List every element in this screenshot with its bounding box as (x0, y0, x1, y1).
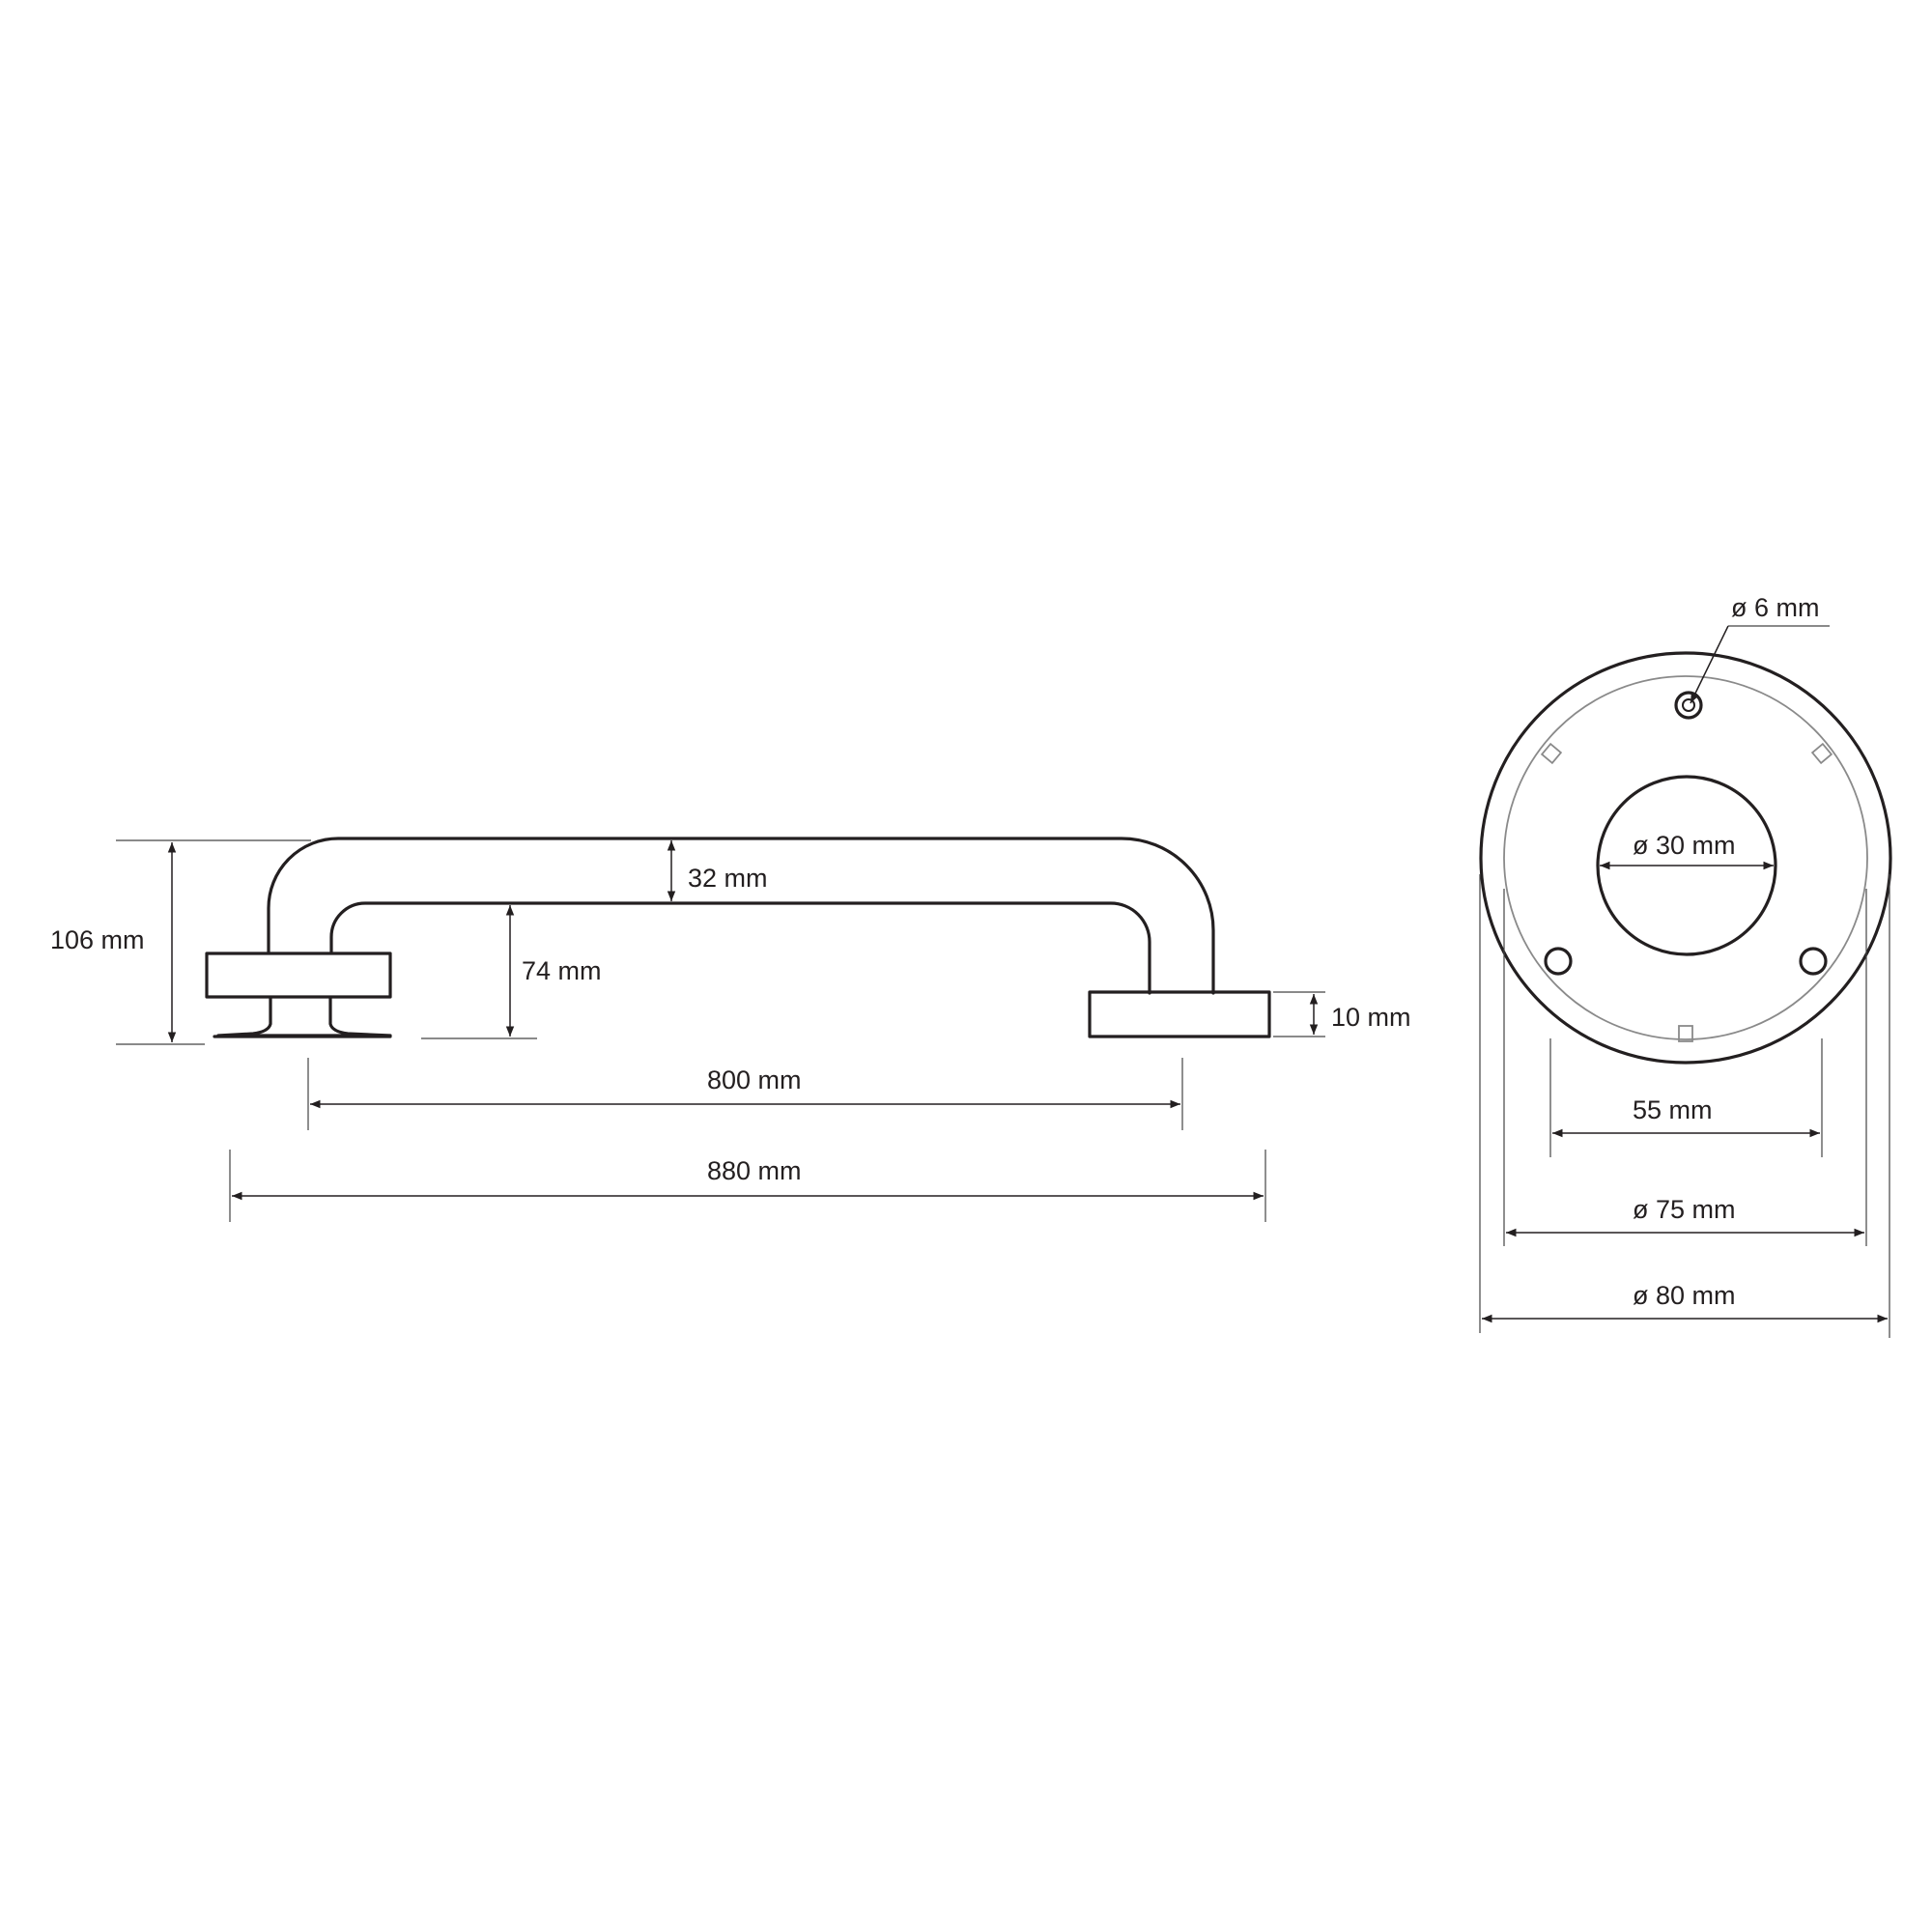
leader-6mm (1690, 625, 1729, 704)
dim-label-center-distance: 800 mm (707, 1065, 802, 1094)
tube-section-circle (1596, 775, 1777, 956)
front-view: ø 6 mm ø 30 mm 55 mm ø 75 mm ø 80 mm (1479, 593, 1892, 1338)
dim-label-inner-diameter: ø 75 mm (1633, 1195, 1736, 1224)
dim-label-outer-diameter: ø 80 mm (1633, 1281, 1736, 1310)
left-flange-neck (216, 996, 392, 1037)
inner-rosette-circle (1503, 675, 1868, 1040)
grab-bar-outer-outline (267, 837, 1215, 995)
right-flange (1088, 990, 1271, 1038)
dim-label-inner-height: 74 mm (522, 956, 602, 985)
marker-square-bottom (1678, 1025, 1693, 1042)
top-screw-hole-inner (1682, 698, 1695, 712)
dim-label-hole-diameter: ø 6 mm (1731, 593, 1820, 622)
dim-label-overall-length: 880 mm (707, 1156, 802, 1185)
grab-bar-inner-outline (329, 901, 1151, 995)
outer-rosette-circle (1479, 651, 1892, 1065)
dim-label-tube-diameter: 32 mm (688, 864, 768, 893)
marker-square-right (1810, 742, 1833, 765)
dim-label-hole-spacing: 55 mm (1633, 1095, 1713, 1124)
marker-square-left (1540, 742, 1563, 765)
side-view: 106 mm 32 mm 74 mm 10 mm 800 mm 880 mm (50, 837, 1411, 1222)
dim-label-total-height: 106 mm (50, 925, 145, 954)
left-screw-hole (1544, 947, 1573, 976)
dim-label-tube-section-diameter: ø 30 mm (1633, 831, 1736, 860)
dim-label-flange-thickness: 10 mm (1331, 1003, 1411, 1032)
right-screw-hole (1799, 947, 1828, 976)
top-screw-hole (1674, 691, 1703, 720)
left-flange (205, 952, 392, 999)
